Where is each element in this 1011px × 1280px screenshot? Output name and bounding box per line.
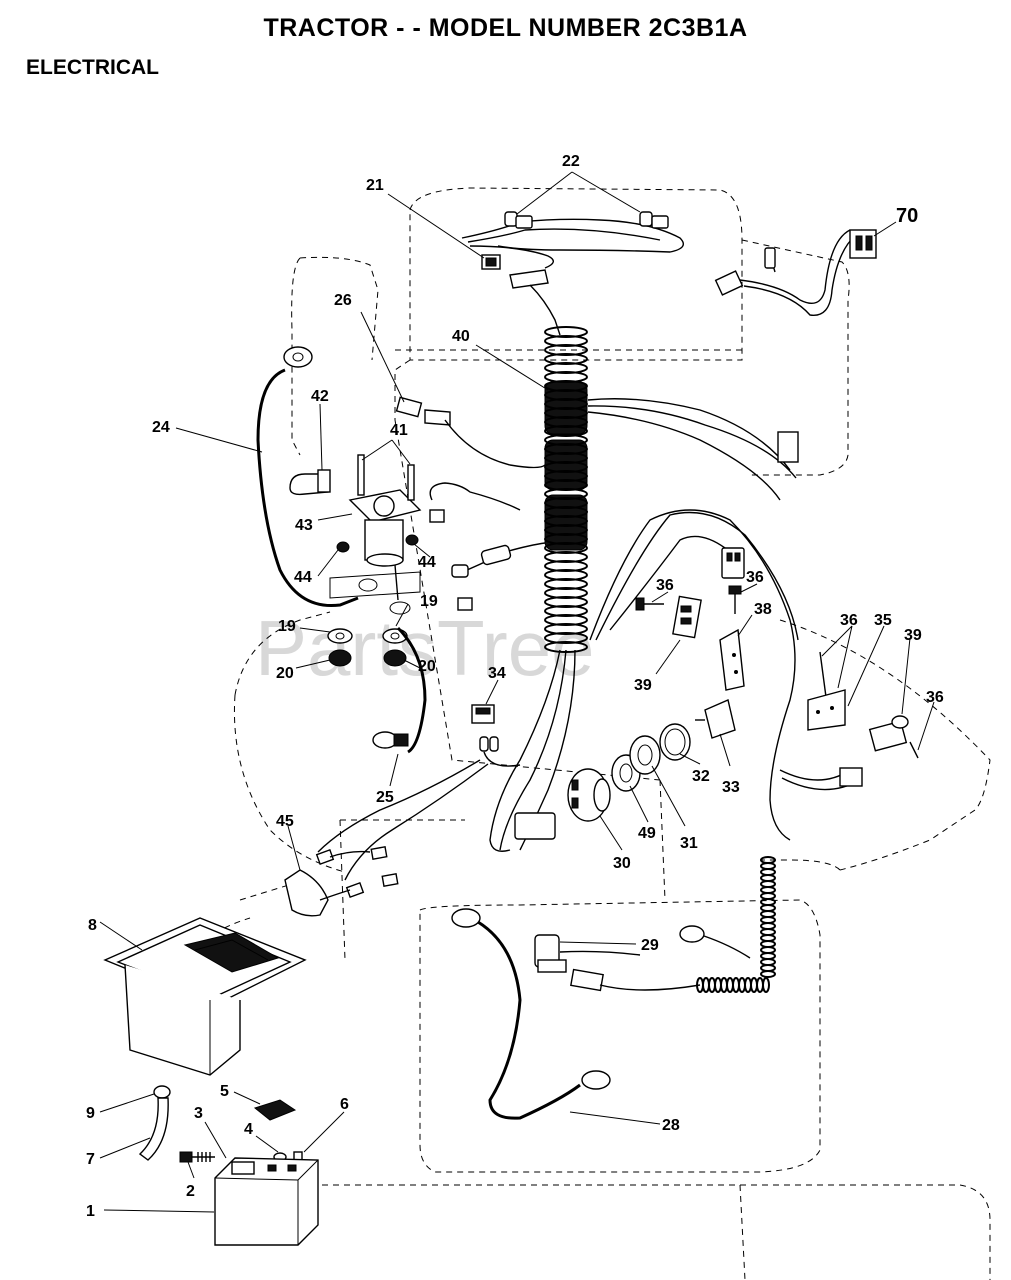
label-33: 33 [722,779,740,796]
label-36-a: 36 [656,577,674,594]
part-70-harness [714,229,877,316]
label-41: 41 [390,422,408,439]
label-26: 26 [334,292,352,309]
fuse-holder [451,542,546,611]
label-29: 29 [641,937,659,954]
label-36-b: 36 [746,569,764,586]
label-70: 70 [896,205,918,227]
label-20-left: 20 [276,665,294,682]
part-39-switch-upper [672,595,702,639]
part-33-relay [695,699,736,739]
part-7-vent-tube [138,1097,169,1161]
part-34-switch [471,704,521,767]
label-24: 24 [152,419,170,436]
part-19-20-hardware [327,571,421,667]
label-21: 21 [366,177,384,194]
label-7: 7 [86,1151,95,1168]
cable-coil-ring [762,977,770,993]
label-28: 28 [662,1117,680,1134]
part-40-wire-loom [544,326,799,653]
label-39-left: 39 [634,677,652,694]
label-8: 8 [88,917,97,934]
tractor-outline [179,187,991,1280]
main-harness-wires [317,509,861,881]
label-36-c: 36 [840,612,858,629]
part-29-solenoid [534,856,776,993]
part-22-lamps [461,211,684,269]
part-25-cable [372,626,427,754]
part-45-harness [284,846,399,917]
callout-labels: 22 21 70 26 40 42 24 41 43 44 44 19 19 2… [86,153,944,1220]
label-5: 5 [220,1083,229,1100]
label-32: 32 [692,768,710,785]
part-8-battery-tray [103,917,307,1076]
part-24-cable [256,346,359,608]
leader-lines [99,171,935,1213]
label-42: 42 [311,388,329,405]
label-44-left: 44 [294,569,312,586]
label-49: 49 [638,825,656,842]
section-title: ELECTRICAL [26,56,159,79]
part-43-solenoid [336,454,521,601]
page-title: TRACTOR - - MODEL NUMBER 2C3B1A [263,14,748,42]
label-31: 31 [680,835,698,852]
part-26-connector [395,396,546,469]
part-39-switch-lower [839,715,909,787]
label-40: 40 [452,328,470,345]
label-6: 6 [340,1096,349,1113]
part-35-bracket [807,689,846,731]
label-39-right: 39 [904,627,922,644]
cable-coil-ring [760,970,776,978]
label-20-right: 20 [418,658,436,675]
label-38: 38 [754,601,772,618]
part-31-bezel [629,735,661,775]
label-30: 30 [613,855,631,872]
part-30-ignition-switch [567,768,611,822]
part-5-cover [253,1099,297,1121]
label-35: 35 [874,612,892,629]
label-45: 45 [276,813,294,830]
part-32-ring [659,723,691,761]
part-38-bracket [719,628,745,691]
label-22: 22 [562,153,580,170]
label-19-right: 19 [420,593,438,610]
label-43: 43 [295,517,313,534]
label-4: 4 [244,1121,253,1138]
part-21-headlight-harness [481,254,561,336]
label-9: 9 [86,1105,95,1122]
part-9-cap [153,1085,171,1099]
watermark: PartsTree [255,604,595,692]
label-25: 25 [376,789,394,806]
part-1-battery [214,1157,319,1246]
label-36-d: 36 [926,689,944,706]
part-42-boot [289,469,331,496]
label-1: 1 [86,1203,95,1220]
label-2: 2 [186,1183,195,1200]
label-19-left: 19 [278,618,296,635]
label-34: 34 [488,665,506,682]
label-3: 3 [194,1105,203,1122]
label-44-right: 44 [418,554,436,571]
part-28-cable [451,908,611,1120]
